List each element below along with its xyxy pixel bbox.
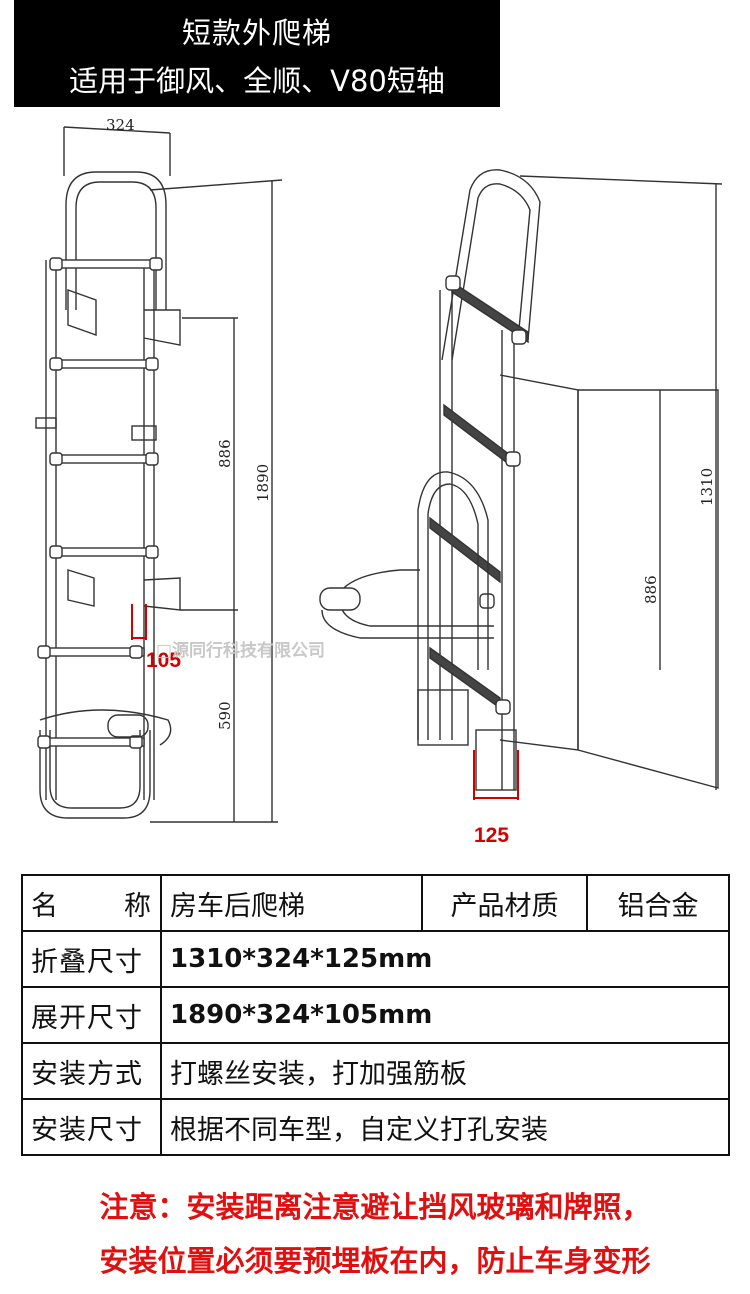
title-banner: 短款外爬梯 适用于御风、全顺、V80短轴 (14, 0, 500, 107)
left-ladder-drawing (35, 126, 283, 823)
spec-name-label-b: 称 (124, 890, 152, 922)
spec-row-value: 根据不同车型，自定义打孔安装 (160, 1098, 730, 1156)
dim-right-886: 886 (642, 575, 660, 604)
right-ladder-drawing (319, 169, 723, 800)
spec-row-value: 1310*324*125mm (160, 930, 730, 988)
spec-row: 展开尺寸 1890*324*105mm (21, 986, 730, 1044)
product-title: 短款外爬梯 (181, 16, 332, 50)
spec-material-value: 铝合金 (586, 874, 730, 932)
notice-line-1: 注意：安装距离注意避让挡风玻璃和牌照， (99, 1190, 651, 1224)
dim-width-324: 324 (106, 116, 135, 134)
dim-left-590: 590 (216, 701, 234, 730)
dim-right-1310: 1310 (698, 468, 716, 506)
spec-row-label: 安装尺寸 (21, 1098, 162, 1156)
spec-row: 折叠尺寸 1310*324*125mm (21, 930, 730, 988)
spec-table: 名 称 房车后爬梯 产品材质 铝合金 折叠尺寸 1310*324*125mm 展… (21, 874, 730, 1156)
watermark-text: □源同行科技有限公司 (156, 640, 325, 661)
spec-name-value: 房车后爬梯 (160, 874, 423, 932)
spec-row-label: 安装方式 (21, 1042, 162, 1100)
dim-left-1890: 1890 (254, 464, 272, 502)
spec-row-label: 展开尺寸 (21, 986, 162, 1044)
spec-row-value: 1890*324*105mm (160, 986, 730, 1044)
notice-line-2: 安装位置必须要预埋板在内，防止车身变形 (99, 1244, 651, 1278)
product-subtitle: 适用于御风、全顺、V80短轴 (69, 64, 445, 98)
dim-right-depth-125: 125 (474, 824, 509, 847)
dim-left-886: 886 (216, 439, 234, 468)
spec-row-name: 名 称 房车后爬梯 产品材质 铝合金 (21, 874, 730, 932)
spec-name-label-a: 名 (31, 890, 59, 922)
dim-left-depth-105: 105 (146, 649, 181, 672)
spec-row-label: 折叠尺寸 (21, 930, 162, 988)
spec-row: 安装方式 打螺丝安装，打加强筋板 (21, 1042, 730, 1100)
spec-row-value: 打螺丝安装，打加强筋板 (160, 1042, 730, 1100)
spec-name-label: 名 称 (21, 874, 162, 932)
technical-drawing: 324 886 1890 590 105 □源同行科技有限公司 (0, 110, 750, 860)
spec-material-label: 产品材质 (421, 874, 588, 932)
spec-row: 安装尺寸 根据不同车型，自定义打孔安装 (21, 1098, 730, 1156)
